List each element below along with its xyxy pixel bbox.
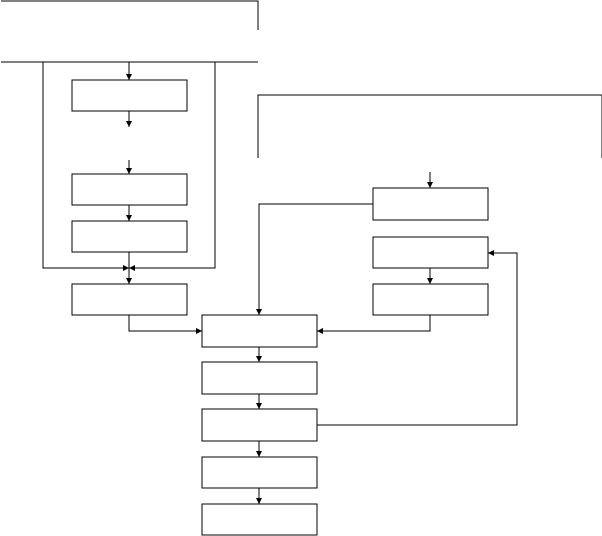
box-r3 — [372, 283, 489, 316]
frame-top-left — [1, 0, 259, 30]
edge-l4-to-c1 — [128, 315, 202, 334]
edge-frame-left-loop — [42, 62, 129, 271]
box-l2 — [71, 173, 188, 206]
box-l3 — [71, 220, 188, 253]
frame-right — [257, 94, 602, 158]
box-c2 — [201, 361, 318, 395]
box-c5 — [201, 503, 318, 536]
box-r2 — [372, 236, 489, 269]
box-c3 — [201, 408, 318, 442]
edge-frame-right-loop — [129, 62, 216, 271]
box-r1 — [372, 187, 489, 221]
box-l4 — [71, 283, 188, 316]
box-c4 — [201, 456, 318, 489]
box-c1 — [201, 314, 318, 348]
edge-c3-feedback-to-r2 — [317, 250, 518, 426]
edge-r3-to-c1 — [317, 315, 431, 334]
edge-r1-to-c1 — [256, 203, 373, 315]
box-l1 — [71, 79, 188, 112]
